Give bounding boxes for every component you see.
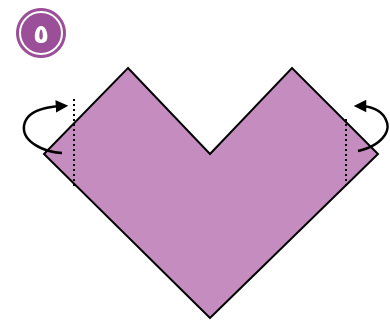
step-number: ٥	[33, 20, 49, 50]
right-fold-arrow	[353, 99, 389, 153]
folded-paper-shape	[42, 66, 380, 320]
fold-back-arrow-icon	[353, 99, 389, 153]
step-badge-ring	[19, 11, 63, 55]
step-badge: ٥	[16, 8, 66, 58]
left-fold-arrow	[22, 100, 69, 155]
fold-back-arrow-icon	[22, 100, 69, 155]
step-badge-circle	[16, 8, 66, 58]
